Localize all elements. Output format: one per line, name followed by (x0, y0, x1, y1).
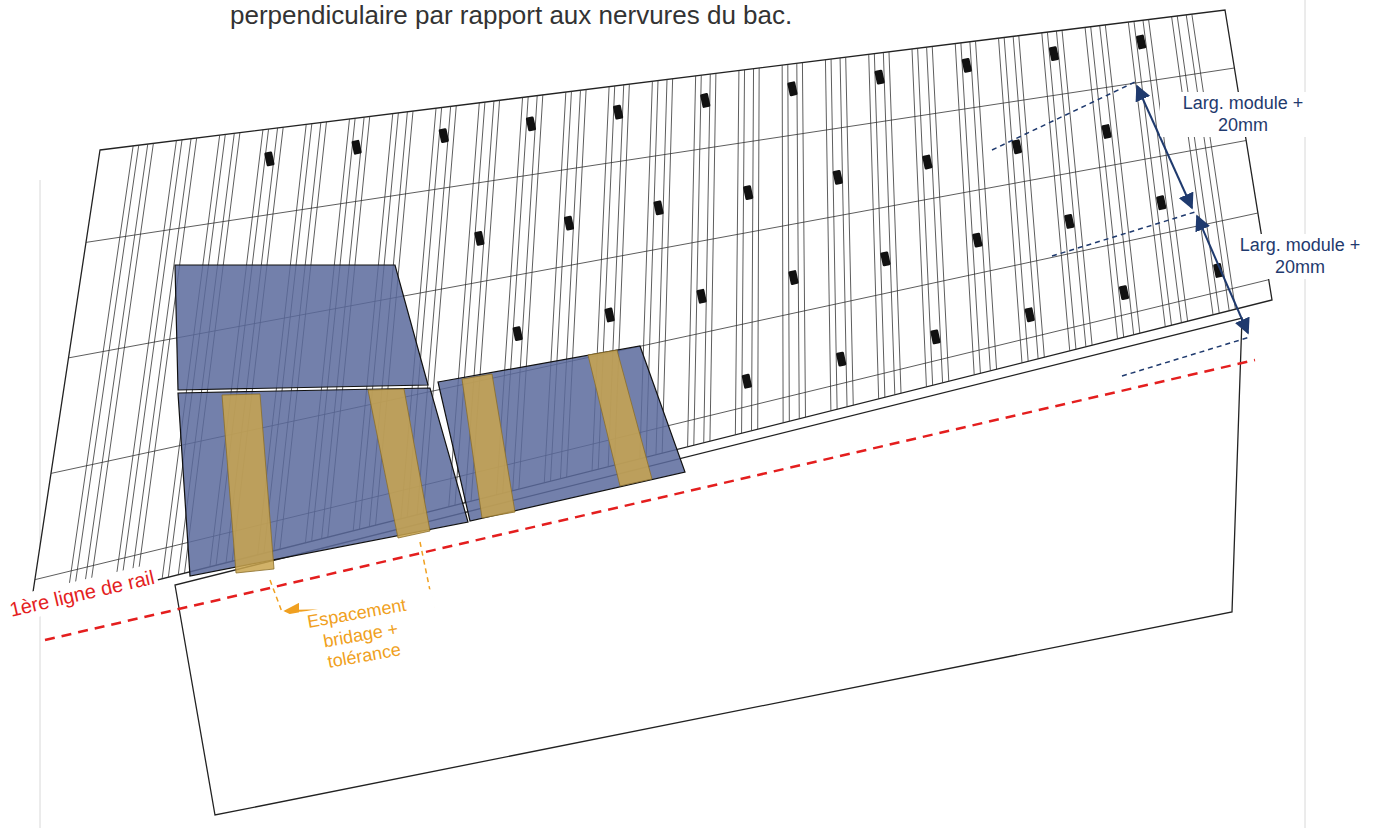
roof-rib (89, 143, 153, 597)
roof-rib (955, 44, 974, 375)
rail-clamp (880, 251, 891, 266)
solar-module (175, 265, 428, 390)
rail-clamp (930, 329, 941, 344)
roof-rib (1085, 27, 1117, 338)
roof (30, 10, 1272, 612)
roof-rib (1042, 33, 1070, 351)
roof-rib (825, 60, 830, 411)
roof-rib (1100, 26, 1134, 335)
roof-rib (662, 79, 672, 453)
roof-rib (1091, 27, 1124, 338)
rail-clamp (1049, 46, 1060, 61)
roof-rib (758, 68, 759, 429)
rail-clamp (922, 154, 933, 169)
roof-rib (67, 146, 134, 603)
roof-rib (1177, 16, 1219, 313)
roof-rib (918, 48, 933, 385)
solar-module (438, 346, 685, 521)
rail-clamp (526, 116, 537, 131)
rail-clamp (351, 140, 362, 155)
roof-surface (30, 10, 1272, 612)
solar-panels (175, 265, 685, 576)
rail-clamp (788, 270, 799, 285)
roof-rib (1192, 14, 1236, 309)
roof-rib (710, 73, 716, 441)
clamp-zone (462, 374, 515, 518)
roof-rib (1062, 30, 1092, 345)
rail-clamp (474, 231, 485, 246)
solar-module (178, 388, 468, 576)
rail-clamp (264, 151, 275, 166)
rail-clamp (832, 170, 843, 185)
roof-rib (788, 64, 790, 421)
roof-rib (1019, 36, 1045, 358)
clamp-zone (368, 389, 430, 538)
rail-clamp (438, 128, 449, 143)
roof-rib (976, 41, 997, 369)
rail-clamp (1156, 195, 1167, 210)
rail-clamp (874, 69, 885, 84)
roof-rib (1172, 17, 1213, 315)
roof-rib (694, 75, 701, 445)
roof-rib (1134, 21, 1172, 325)
rail-clamp (700, 93, 711, 108)
roof-rib (1128, 22, 1165, 327)
rail-clamp (653, 200, 664, 215)
rail-clamp (1024, 307, 1035, 322)
rail-clamp (564, 215, 575, 230)
roof-rib (1149, 20, 1188, 322)
rail-clamp (836, 351, 847, 366)
roof-rib (869, 54, 879, 398)
rail-clamp (742, 374, 753, 389)
roof-rib (688, 76, 696, 447)
dimension-label: Larg. module + 20mm (1232, 234, 1368, 279)
roof-rib (752, 69, 754, 431)
roof-rib (121, 140, 182, 589)
rail-clamp (604, 307, 615, 322)
roof-rib (86, 68, 1234, 242)
rail-clamp (613, 104, 624, 119)
rail-clamp (512, 326, 523, 341)
roof-rib (735, 70, 739, 434)
roof-rib (961, 43, 981, 373)
extension-line (992, 82, 1135, 150)
roof-rib (802, 63, 805, 418)
roof-rib (797, 63, 799, 418)
extension-line (1122, 337, 1250, 376)
roof-rib (912, 49, 926, 387)
extension-line (270, 580, 282, 612)
roof-rib (999, 38, 1022, 363)
roof-rib (874, 54, 885, 398)
body-text: perpendiculaire par rapport aux nervures… (230, 0, 792, 31)
roof-rib (782, 65, 784, 423)
roof-rib (1056, 31, 1085, 347)
page-border (40, 180, 41, 828)
roof-rib (889, 52, 901, 393)
rail-clamp (1101, 124, 1112, 139)
roof-rib (846, 57, 854, 405)
clamp-zone (222, 394, 274, 573)
roof-rib (831, 59, 837, 409)
first-rail-line (45, 360, 1255, 640)
rail-clamp (696, 289, 707, 304)
rail-clamp (1064, 214, 1075, 229)
clamp-zone (588, 350, 652, 486)
rail-clamp (961, 58, 972, 73)
roof-rib (1013, 36, 1038, 358)
roof-rib (1186, 15, 1229, 311)
roof-rib (704, 74, 711, 443)
rail-clamp (1136, 34, 1147, 49)
dimension-label: Larg. module + 20mm (1160, 92, 1326, 137)
rail-clamp (1119, 285, 1130, 300)
roof-rib (73, 145, 139, 601)
clamps (264, 34, 1224, 389)
rail-clamp (787, 81, 798, 96)
roof-rib (883, 53, 894, 395)
roof-rib (970, 42, 990, 371)
roof-rib (1004, 37, 1028, 361)
extension-line (1052, 212, 1195, 256)
rail-clamp (743, 185, 754, 200)
rail-clamp (972, 232, 983, 247)
rail-clamp (1012, 139, 1023, 154)
